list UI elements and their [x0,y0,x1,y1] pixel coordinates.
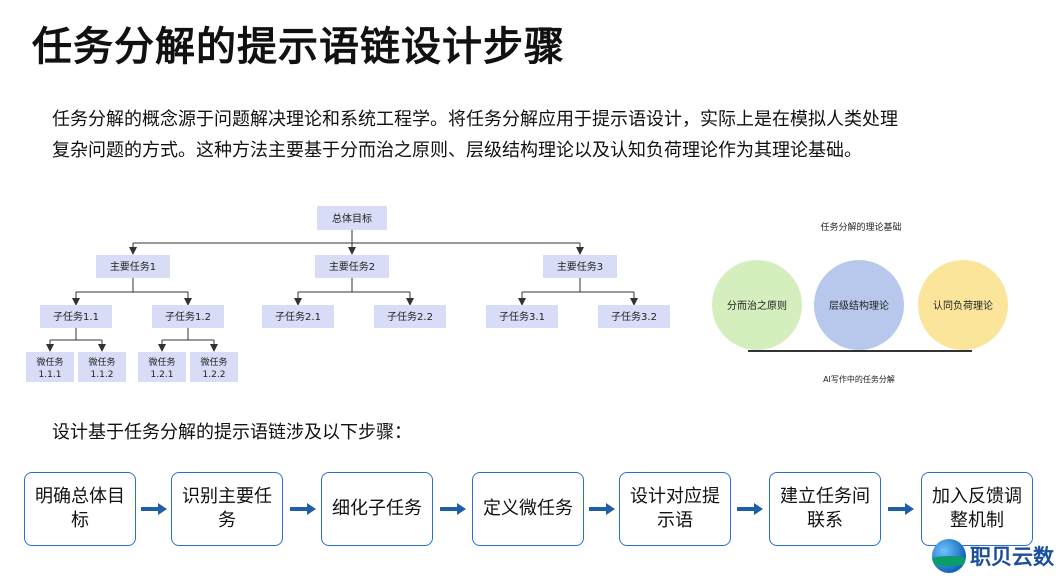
tree-main-node: 主要任务3 [543,255,617,278]
micro-task-number: 1.2.2 [203,370,226,380]
micro-task-label: 微任务 [88,356,115,368]
micro-task-number: 1.2.1 [151,370,174,380]
step-box: 明确总体目标 [24,472,136,546]
step-box: 设计对应提示语 [619,472,731,546]
steps-intro-label: 设计基于任务分解的提示语链涉及以下步骤： [52,422,412,443]
page-title: 任务分解的提示语链设计步骤 [32,24,565,70]
sub-task-label: 子任务1.2 [165,310,211,323]
tree-main-node: 主要任务1 [96,255,170,278]
tree-sub-node: 子任务3.1 [486,305,558,328]
brand-logo: 职贝云数 [932,536,1054,576]
step-label: 定义微任务 [483,498,573,519]
theory-diagram: 任务分解的理论基础 分而治之原则 层级结构理论 认同负荷理论 AI写作中的任务分… [712,221,1008,384]
tree-sub-node: 子任务3.2 [598,305,670,328]
flow-arrow-icon [440,503,466,515]
step-box: 定义微任务 [472,472,584,546]
theory-title: 任务分解的理论基础 [820,221,901,233]
theory-circle: 分而治之原则 [712,260,802,350]
globe-icon [932,539,966,573]
step-box: 加入反馈调整机制 [921,472,1033,546]
step-label: 识别主要任务 [182,486,272,531]
micro-task-number: 1.1.2 [91,370,114,380]
sub-task-label: 子任务2.2 [387,310,433,323]
step-box: 建立任务间联系 [769,472,881,546]
flow-arrow-icon [589,503,615,515]
step-box: 识别主要任务 [171,472,283,546]
theory-circle-label: 认同负荷理论 [933,299,993,312]
tree-micro-node: 微任务 1.2.2 [190,352,238,382]
step-label: 明确总体目标 [35,486,125,531]
intro-line-1: 任务分解的概念源于问题解决理论和系统工程学。将任务分解应用于提示语设计，实际上是… [52,109,898,130]
intro-line-2: 复杂问题的方式。这种方法主要基于分而治之原则、层级结构理论以及认知负荷理论作为其… [52,140,862,161]
theory-circle: 层级结构理论 [814,260,904,350]
micro-task-number: 1.1.1 [39,370,62,380]
main-task-label: 主要任务1 [110,260,156,273]
tree-sub-node: 子任务2.2 [374,305,446,328]
tree-sub-node: 子任务1.2 [152,305,224,328]
step-label: 建立任务间联系 [780,486,870,531]
task-tree-diagram: 总体目标 主要任务1 主要任务2 主要任务3 子任务1.1 子任务1.2 子任务… [26,206,670,382]
flow-arrow-icon [888,503,914,515]
theory-circle-label: 层级结构理论 [829,299,889,312]
tree-root-node: 总体目标 [317,206,387,230]
tree-micro-node: 微任务 1.1.1 [26,352,74,382]
theory-caption: AI写作中的任务分解 [823,374,895,384]
sub-task-label: 子任务3.1 [499,310,545,323]
sub-task-label: 子任务1.1 [53,310,99,323]
tree-root-label: 总体目标 [332,212,372,225]
intro-paragraph: 任务分解的概念源于问题解决理论和系统工程学。将任务分解应用于提示语设计，实际上是… [52,104,1022,166]
step-label: 加入反馈调整机制 [932,486,1022,531]
tree-micro-node: 微任务 1.1.2 [78,352,126,382]
tree-sub-node: 子任务1.1 [40,305,112,328]
tree-micro-node: 微任务 1.2.1 [138,352,186,382]
micro-task-label: 微任务 [148,356,175,368]
theory-circle-label: 分而治之原则 [727,299,787,312]
sub-task-label: 子任务3.2 [611,310,657,323]
step-box: 细化子任务 [321,472,433,546]
step-label: 设计对应提示语 [630,486,720,531]
main-task-label: 主要任务3 [557,260,603,273]
tree-sub-node: 子任务2.1 [262,305,334,328]
brand-logo-text: 职贝云数 [970,545,1054,569]
theory-circle: 认同负荷理论 [918,260,1008,350]
main-task-label: 主要任务2 [329,260,375,273]
step-label: 细化子任务 [332,498,422,519]
flow-arrow-icon [737,503,763,515]
sub-task-label: 子任务2.1 [275,310,321,323]
micro-task-label: 微任务 [200,356,227,368]
flow-arrow-icon [290,503,316,515]
tree-main-node: 主要任务2 [315,255,389,278]
micro-task-label: 微任务 [36,356,63,368]
flow-arrow-icon [141,503,167,515]
